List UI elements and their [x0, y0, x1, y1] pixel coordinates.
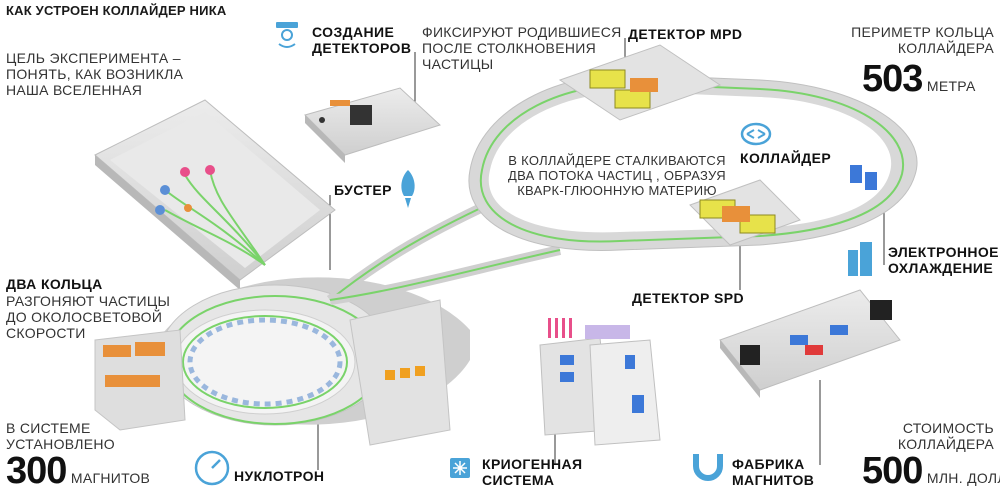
- magnets-value-row: 300 МАГНИТОВ: [6, 452, 150, 490]
- rocket-icon: [401, 170, 415, 208]
- collider-description: В КОЛЛАЙДЕРЕ СТАЛКИВАЮТСЯ ДВА ПОТОКА ЧАС…: [508, 153, 726, 199]
- collider-desc-line-1: В КОЛЛАЙДЕРЕ СТАЛКИВАЮТСЯ: [508, 153, 726, 168]
- magnets-value: 300: [6, 450, 67, 492]
- cryogenic-building: [539, 318, 661, 446]
- perimeter-line-1: ПЕРИМЕТР КОЛЬЦА: [851, 24, 994, 40]
- magnet-icon: [693, 454, 723, 481]
- perimeter-value-row: 503 МЕТРА: [862, 60, 976, 98]
- two-rings-line-3: СКОРОСТИ: [6, 325, 86, 342]
- magnet-factory-building: [719, 289, 901, 398]
- detector-workshop: [304, 87, 441, 163]
- goal-line-2: ПОНЯТЬ, КАК ВОЗНИКЛА: [6, 66, 184, 83]
- snowflake-icon: [450, 458, 470, 478]
- nuclotron-label: НУКЛОТРОН: [234, 468, 325, 484]
- detector-mpd-label: ДЕТЕКТОР MPD: [628, 26, 743, 42]
- cost-line-1: СТОИМОСТЬ: [902, 420, 994, 436]
- speedometer-icon: [194, 450, 230, 486]
- electron-cooling-line-1: ЭЛЕКТРОННОЕ: [888, 244, 999, 260]
- goal-line-1: ЦЕЛЬ ЭКСПЕРИМЕНТА –: [6, 50, 181, 66]
- building-icon: [848, 242, 872, 276]
- perimeter-unit: МЕТРА: [926, 78, 976, 94]
- fix-particles-line-3: ЧАСТИЦЫ: [422, 56, 494, 73]
- ring-annex: [94, 299, 451, 446]
- magnet-factory-line-1: ФАБРИКА: [732, 456, 805, 472]
- fix-particles-line-2: ПОСЛЕ СТОЛКНОВЕНИЯ: [422, 40, 597, 57]
- electron-cooling-label: ЭЛЕКТРОННОЕ ОХЛАЖДЕНИЕ: [888, 244, 999, 276]
- collider-label: КОЛЛАЙДЕР: [740, 150, 832, 166]
- detectors-creation-line-2: ДЕТЕКТОРОВ: [312, 40, 412, 57]
- goal-line-3: НАША ВСЕЛЕННАЯ: [6, 82, 143, 99]
- two-rings-line-2: ДО ОКОЛОСВЕТОВОЙ: [6, 309, 163, 326]
- cost-value-row: 500 МЛН. ДОЛЛ.: [862, 452, 1000, 490]
- fix-particles-text: ФИКСИРУЮТ РОДИВШИЕСЯ ПОСЛЕ СТОЛКНОВЕНИЯ …: [422, 24, 622, 72]
- perimeter-label: ПЕРИМЕТР КОЛЬЦА КОЛЛАЙДЕРА: [851, 24, 994, 56]
- goal-text: ЦЕЛЬ ЭКСПЕРИМЕНТА – ПОНЯТЬ, КАК ВОЗНИКЛА…: [6, 50, 183, 98]
- magnet-factory-line-2: МАГНИТОВ: [732, 472, 815, 489]
- collider-icon: [740, 122, 772, 146]
- cost-line-2: КОЛЛАЙДЕРА: [897, 436, 994, 453]
- perimeter-line-2: КОЛЛАЙДЕРА: [897, 40, 994, 57]
- collider-desc-line-3: КВАРК-ГЛЮОННУЮ МАТЕРИЮ: [517, 182, 717, 198]
- electron-cooling-line-2: ОХЛАЖДЕНИЕ: [888, 260, 994, 277]
- cost-label: СТОИМОСТЬ КОЛЛАЙДЕРА: [898, 420, 994, 452]
- collider-desc-line-2: ДВА ПОТОКА ЧАСТИЦ , ОБРАЗУЯ: [508, 167, 726, 183]
- cryogenic-line-1: КРИОГЕННАЯ: [482, 456, 583, 472]
- cryogenic-label: КРИОГЕННАЯ СИСТЕМА: [482, 456, 583, 488]
- detector-icon: [276, 22, 298, 48]
- perimeter-value: 503: [862, 58, 923, 100]
- two-rings-label: ДВА КОЛЬЦА: [6, 276, 103, 292]
- magnets-unit: МАГНИТОВ: [70, 470, 151, 486]
- two-rings-line-1: РАЗГОНЯЮТ ЧАСТИЦЫ: [6, 293, 171, 309]
- experiment-hall: [94, 99, 336, 290]
- page-title: КАК УСТРОЕН КОЛЛАЙДЕР НИКА: [6, 3, 227, 18]
- fix-particles-line-1: ФИКСИРУЮТ РОДИВШИЕСЯ: [422, 24, 622, 40]
- magnets-line-2: УСТАНОВЛЕНО: [6, 436, 115, 453]
- detectors-creation-line-1: СОЗДАНИЕ: [312, 24, 395, 40]
- two-rings-text: РАЗГОНЯЮТ ЧАСТИЦЫ ДО ОКОЛОСВЕТОВОЙ СКОРО…: [6, 293, 170, 341]
- magnets-text: В СИСТЕМЕ УСТАНОВЛЕНО: [6, 420, 115, 452]
- cost-unit: МЛН. ДОЛЛ.: [926, 470, 1000, 486]
- magnets-line-1: В СИСТЕМЕ: [6, 420, 91, 436]
- cryogenic-line-2: СИСТЕМА: [482, 472, 555, 489]
- magnet-factory-label: ФАБРИКА МАГНИТОВ: [732, 456, 814, 488]
- cost-value: 500: [862, 450, 923, 492]
- detectors-creation-label: СОЗДАНИЕ ДЕТЕКТОРОВ: [312, 24, 411, 56]
- booster-label: БУСТЕР: [334, 182, 392, 198]
- detector-spd-label: ДЕТЕКТОР SPD: [632, 290, 745, 306]
- collider-racetrack: [468, 44, 918, 251]
